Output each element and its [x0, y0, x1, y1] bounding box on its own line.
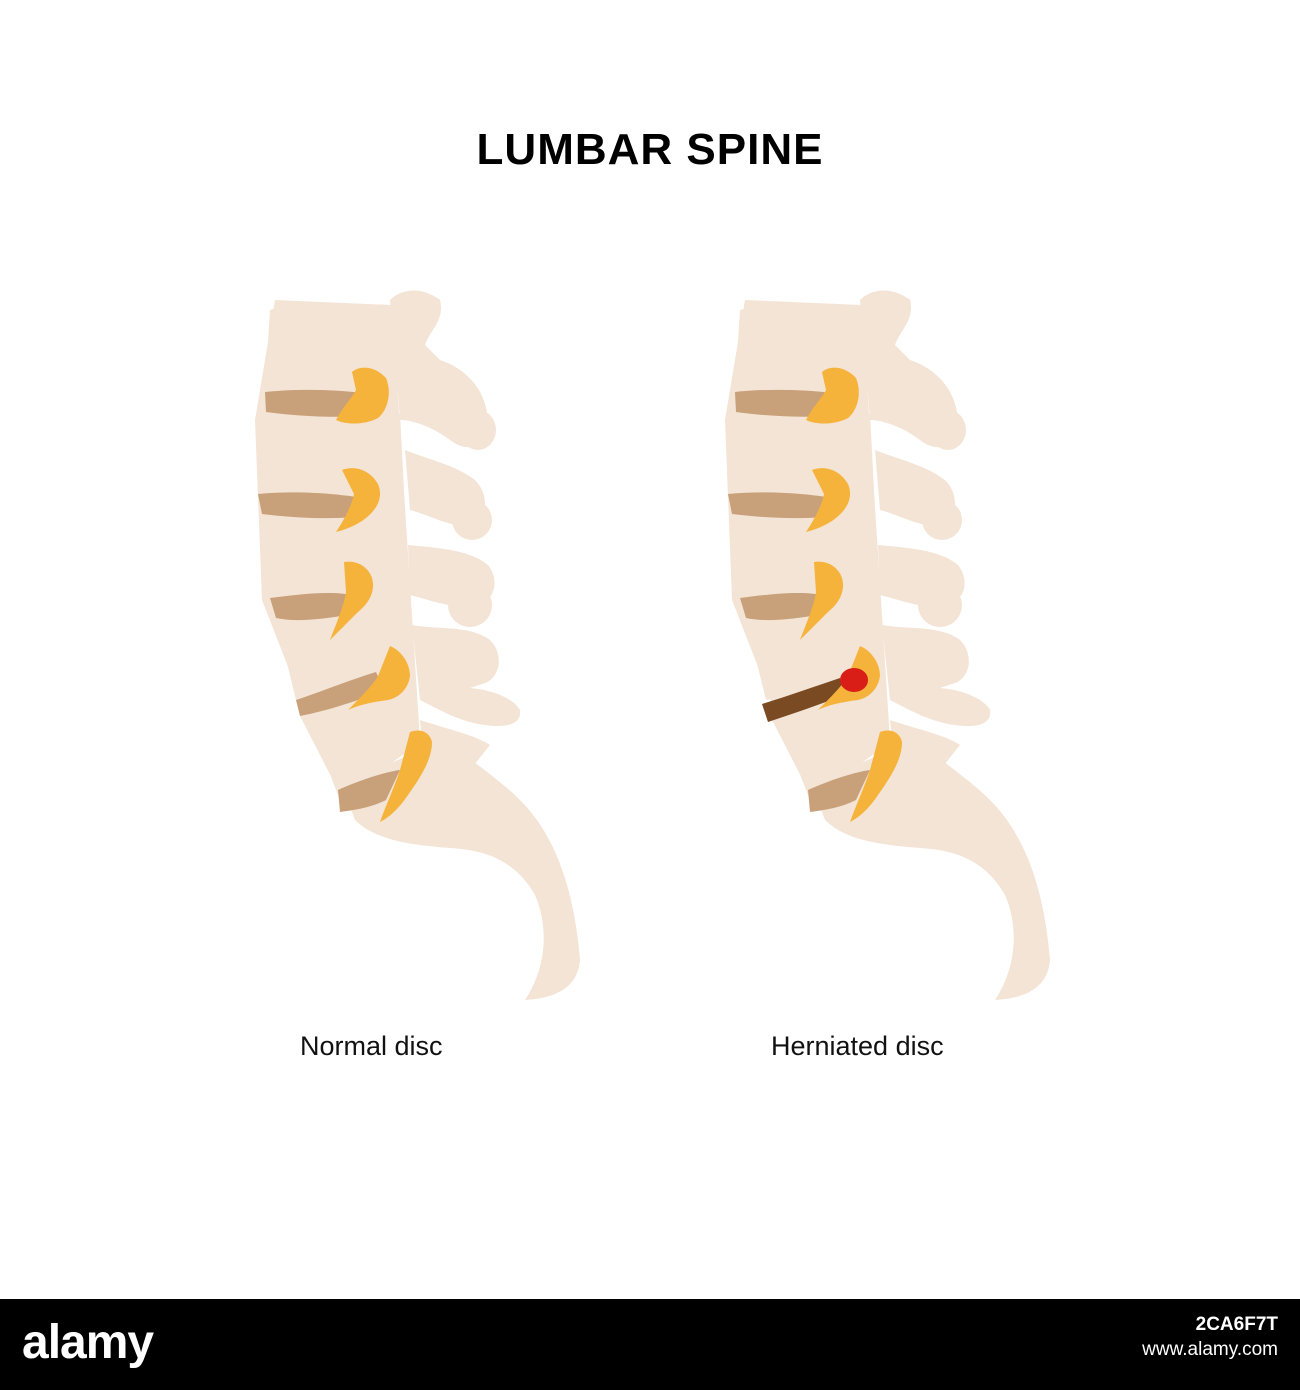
watermark-url: www.alamy.com — [1142, 1339, 1278, 1360]
watermark-info: 2CA6F7T www.alamy.com — [1142, 1313, 1278, 1363]
alamy-logo: alamy — [22, 1316, 154, 1369]
disc-l3 — [270, 592, 356, 621]
disc-l4 — [296, 672, 384, 716]
normal-spine — [255, 290, 580, 1000]
disc-l2 — [258, 492, 372, 519]
disc-l5 — [808, 770, 870, 812]
caption-herniated-disc: Herniated disc — [771, 1031, 944, 1061]
watermark-footer: alamy 2CA6F7T www.alamy.com — [0, 1299, 1300, 1390]
caption-normal-disc: Normal disc — [300, 1031, 443, 1061]
page-title: LUMBAR SPINE — [476, 125, 824, 174]
image-id: 2CA6F7T — [1195, 1314, 1278, 1335]
herniated-spine — [725, 290, 1050, 1000]
herniation-mark — [840, 668, 868, 692]
disc-l4-herniated — [762, 678, 846, 722]
disc-l5 — [338, 770, 400, 812]
disc-l3 — [740, 592, 826, 621]
disc-l2 — [728, 492, 842, 519]
